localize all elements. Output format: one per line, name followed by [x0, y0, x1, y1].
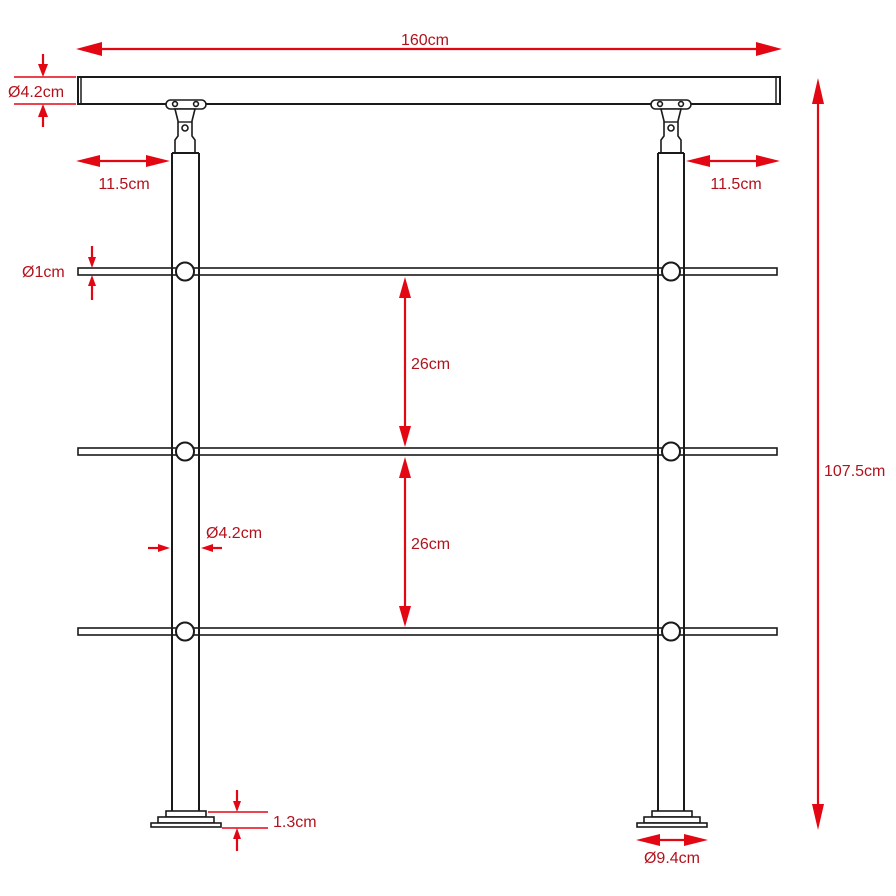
- left-post: [171, 152, 200, 811]
- dimension-base-thickness: 1.3cm: [208, 790, 317, 851]
- label-overall-length: 160cm: [401, 32, 449, 49]
- dimension-left-overhang: 11.5cm: [76, 155, 170, 193]
- crossbar-top: [77, 267, 778, 276]
- dimension-right-overhang: 11.5cm: [686, 155, 780, 193]
- dimension-spacing-lower: 26cm: [399, 457, 450, 627]
- dimension-spacing-upper: 26cm: [399, 277, 450, 447]
- label-base-thickness: 1.3cm: [273, 814, 317, 831]
- crossbar-middle: [77, 447, 778, 456]
- right-post-joint-middle: [661, 441, 681, 462]
- dimension-post-diameter: Ø4.2cm: [148, 525, 262, 552]
- right-post-joint-top: [661, 261, 681, 282]
- left-post-joint-top: [175, 261, 195, 282]
- label-overall-height: 107.5cm: [824, 463, 885, 480]
- dimension-overall-length: 160cm: [76, 32, 782, 56]
- right-saddle-bracket: [650, 99, 692, 154]
- dimension-handrail-diameter: Ø4.2cm: [8, 54, 76, 127]
- dimension-base-diameter: Ø9.4cm: [636, 834, 708, 867]
- label-right-overhang: 11.5cm: [710, 176, 761, 193]
- dimension-overall-height: 107.5cm: [812, 78, 885, 830]
- label-left-overhang: 11.5cm: [98, 176, 149, 193]
- dimension-crossbar-diameter: Ø1cm: [22, 246, 96, 300]
- label-base-diameter: Ø9.4cm: [644, 850, 700, 867]
- label-spacing-lower: 26cm: [411, 536, 450, 553]
- right-post: [657, 152, 685, 811]
- left-post-joint-middle: [175, 441, 195, 462]
- label-spacing-upper: 26cm: [411, 356, 450, 373]
- left-post-joint-bottom: [175, 621, 195, 642]
- label-post-diameter: Ø4.2cm: [206, 525, 262, 542]
- left-saddle-bracket: [165, 99, 207, 154]
- crossbars: [77, 267, 778, 636]
- left-base-plate: [150, 810, 222, 828]
- label-crossbar-diameter: Ø1cm: [22, 264, 65, 281]
- label-handrail-diameter: Ø4.2cm: [8, 84, 64, 101]
- right-base-plate: [636, 810, 708, 828]
- crossbar-bottom: [77, 627, 778, 636]
- right-post-joint-bottom: [661, 621, 681, 642]
